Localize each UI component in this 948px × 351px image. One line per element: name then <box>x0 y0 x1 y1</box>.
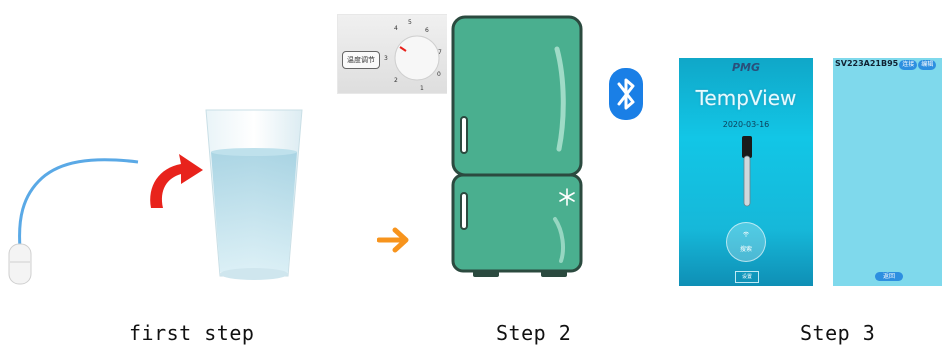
wifi-icon <box>743 231 749 237</box>
settings-button[interactable]: 设置 <box>735 271 759 283</box>
app-date: 2020-03-16 <box>679 120 813 129</box>
device-id: SV223A21B95 <box>835 59 898 68</box>
dial-number: 7 <box>438 49 442 56</box>
search-label: 搜索 <box>727 244 765 253</box>
probe-icon <box>741 136 753 208</box>
edit-button[interactable]: 编辑 <box>918 60 936 70</box>
dial-number: 3 <box>384 55 388 62</box>
dial-number: 5 <box>408 19 412 26</box>
dial-number: 0 <box>437 71 441 78</box>
bluetooth-icon <box>609 68 643 120</box>
dial-number: 2 <box>394 77 398 84</box>
dial-number: 1 <box>420 85 424 92</box>
app-title: TempView <box>679 86 813 110</box>
caption-step-1: first step <box>129 321 254 345</box>
dial-number: 6 <box>425 27 429 34</box>
search-button[interactable]: 搜索 <box>726 222 766 262</box>
water-glass-icon <box>200 106 308 286</box>
connect-button[interactable]: 连接 <box>899 60 917 70</box>
back-button[interactable]: 返回 <box>875 272 903 281</box>
brand-logo: PMG <box>679 61 813 74</box>
thermostat-dial-photo: 温度调节 5 4 6 7 0 1 2 3 <box>337 14 449 94</box>
curved-arrow-icon <box>145 150 207 212</box>
thermostat-label: 温度调节 <box>342 51 380 69</box>
snowflake-icon <box>557 187 577 207</box>
app-home-screen: PMG TempView 2020-03-16 搜索 设置 <box>679 58 813 286</box>
right-arrow-icon <box>377 226 411 254</box>
fridge-illustration <box>447 9 589 279</box>
caption-step-2: Step 2 <box>496 321 571 345</box>
thermometer-probe-icon <box>0 150 150 290</box>
caption-step-3: Step 3 <box>800 321 875 345</box>
dial-number: 4 <box>394 25 398 32</box>
